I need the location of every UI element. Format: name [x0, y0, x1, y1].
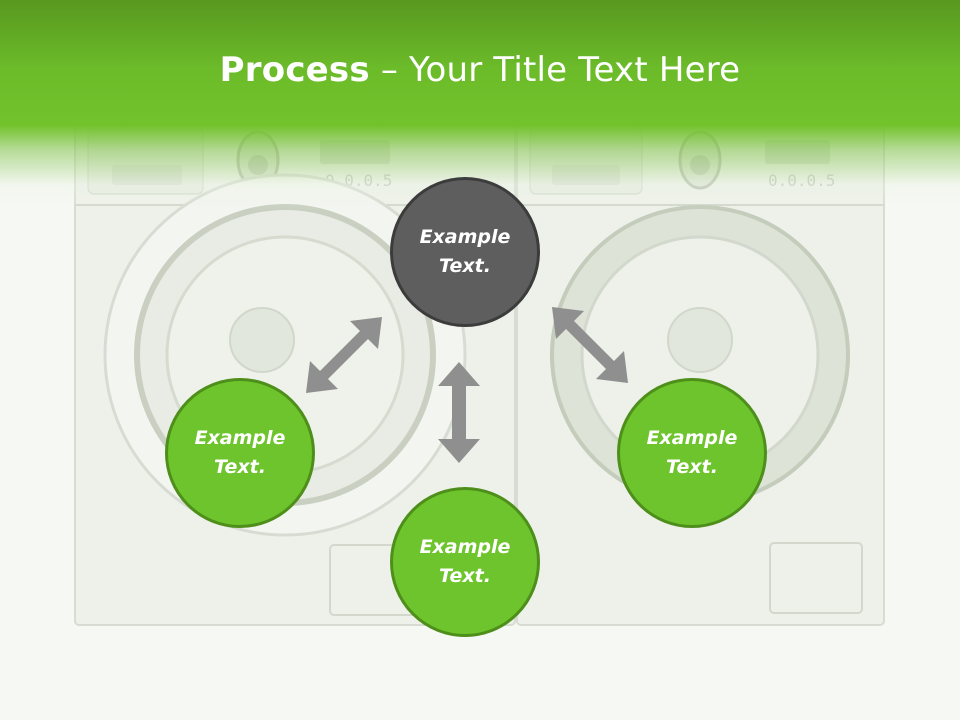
process-node-top-text: Example Text. [419, 226, 511, 277]
title-bold-word: Process [219, 50, 370, 90]
title-separator: – [369, 50, 410, 90]
process-node-right[interactable]: Example Text. [617, 378, 767, 528]
process-node-left[interactable]: Example Text. [165, 378, 315, 528]
process-node-bottom-text: Example Text. [419, 536, 511, 587]
process-node-right-text: Example Text. [646, 427, 738, 478]
title-banner [0, 0, 960, 210]
double-arrow-icon-vertical [438, 362, 480, 463]
process-node-bottom[interactable]: Example Text. [390, 487, 540, 637]
slide-title[interactable]: Process – Your Title Text Here [0, 50, 960, 90]
process-node-left-text: Example Text. [194, 427, 286, 478]
title-text: Your Title Text Here [409, 50, 741, 90]
double-arrow-icon-top-right [552, 307, 628, 383]
process-node-top[interactable]: Example Text. [390, 177, 540, 327]
double-arrow-icon-top-left [306, 317, 382, 393]
